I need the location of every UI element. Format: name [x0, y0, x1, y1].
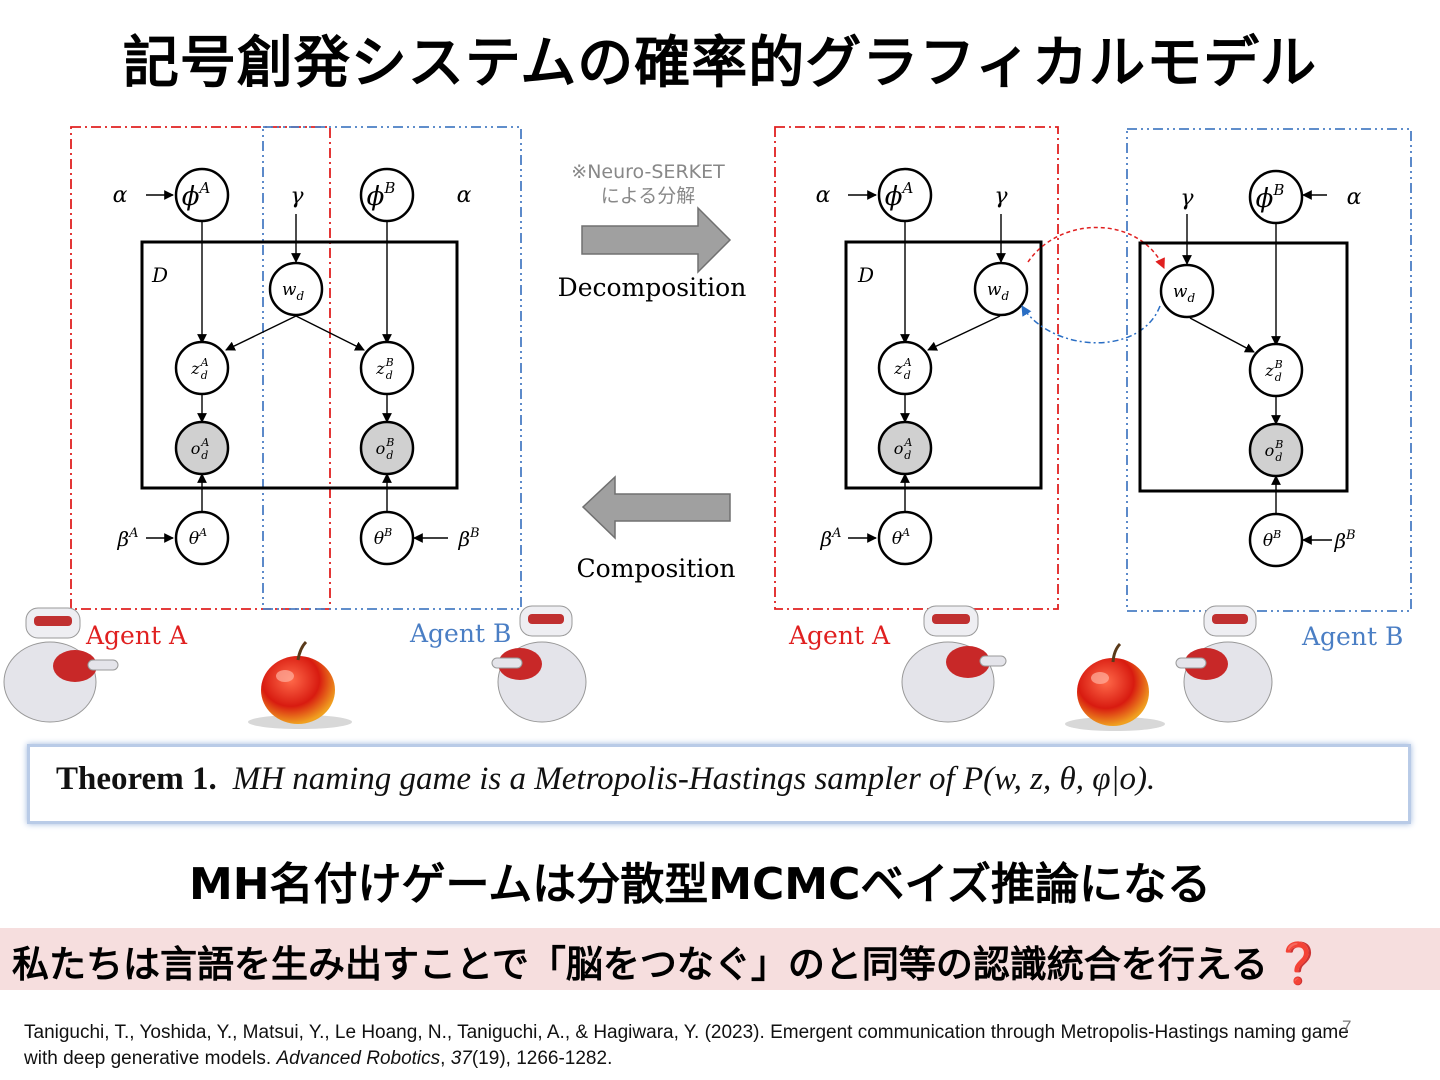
svg-text:ϕA: ϕA — [182, 179, 211, 212]
theorem-statement: Theorem 1. MH naming game is a Metropolis… — [56, 761, 1155, 798]
page-number: 7 — [1342, 1017, 1352, 1036]
phi-a-node — [174, 167, 230, 223]
subheading: MH名付けゲームは分散型MCMCベイズ推論になる — [188, 859, 1212, 910]
z-a-node — [174, 340, 230, 396]
agent-b-region-right — [1126, 128, 1412, 612]
proposal-arrow-b-to-a — [1021, 305, 1161, 344]
apple-left-image — [248, 640, 352, 729]
theorem-label: Theorem 1. — [56, 761, 217, 797]
svg-text:γ: γ — [1180, 186, 1194, 211]
o-a-node — [174, 420, 230, 476]
agent-a-label-left: Agent A — [85, 621, 188, 650]
svg-text:α: α — [816, 183, 831, 208]
banner-line: 私たちは言語を生み出すことで「脳をつなぐ」のと同等の認識統合を行える❓ — [12, 934, 1324, 988]
svg-text:βB: βB — [457, 526, 479, 551]
agent-a-label-right: Agent A — [788, 621, 891, 650]
citation: Taniguchi, T., Yoshida, Y., Matsui, Y., … — [24, 1022, 1349, 1069]
slide-title: 記号創発システムの確率的グラフィカルモデル — [122, 31, 1318, 96]
svg-text:zAd: zAd — [190, 356, 208, 382]
plate-left — [140, 240, 459, 490]
svg-text:zBd: zBd — [375, 356, 394, 382]
agent-b-label-right: Agent B — [1301, 622, 1403, 651]
phi-b-node — [359, 167, 415, 223]
theorem-body: MH naming game is a Metropolis-Hastings … — [232, 761, 1156, 797]
red-question-mark-icon: ❓ — [1273, 941, 1324, 987]
neuro-serket-note-2: による分解 — [601, 185, 695, 207]
svg-text:α: α — [457, 183, 472, 208]
svg-text:oBd: oBd — [1265, 438, 1284, 464]
svg-text:γ: γ — [994, 184, 1008, 209]
o-b-node — [359, 420, 415, 476]
svg-text:ϕB: ϕB — [367, 179, 396, 212]
svg-text:oAd: oAd — [191, 436, 210, 462]
theorem-box: Theorem 1. MH naming game is a Metropolis… — [27, 744, 1411, 824]
plate-agent-b — [1138, 241, 1349, 493]
composition-label: Composition — [577, 554, 736, 583]
plate-label-left: D — [151, 263, 168, 287]
robot-a-right-image — [901, 605, 1007, 723]
svg-text:θB: θB — [374, 526, 392, 549]
composition-arrow-icon — [581, 475, 731, 540]
svg-text:wd: wd — [1173, 282, 1196, 305]
theta-b-node — [359, 510, 415, 566]
z-b-node — [359, 340, 415, 396]
decomposition-arrows: ※Neuro-SERKET による分解 Decomposition Compos… — [558, 161, 747, 583]
svg-text:θB: θB — [1263, 528, 1281, 551]
robot-b-right-image — [1175, 605, 1273, 723]
agent-b-label-left: Agent B — [409, 619, 511, 648]
svg-text:ϕB: ϕB — [1256, 181, 1285, 214]
svg-text:oAd: oAd — [894, 436, 913, 462]
robot-a-left-image — [3, 607, 119, 723]
svg-text:wd: wd — [282, 280, 305, 303]
svg-text:oBd: oBd — [376, 436, 395, 462]
svg-text:zAd: zAd — [893, 356, 911, 382]
svg-text:θA: θA — [892, 526, 910, 549]
agent-b-region-left — [262, 126, 522, 610]
highlight-banner: 私たちは言語を生み出すことで「脳をつなぐ」のと同等の認識統合を行える❓ — [0, 928, 1440, 990]
apple-right-image — [1065, 642, 1165, 731]
decomposition-label: Decomposition — [558, 273, 747, 302]
theta-a-node — [174, 510, 230, 566]
svg-text:α: α — [1347, 185, 1362, 210]
proposal-arrow-a-to-b — [1027, 226, 1165, 269]
banner-text: 私たちは言語を生み出すことで「脳をつなぐ」のと同等の認識統合を行える — [12, 943, 1268, 986]
agent-a-region-left — [70, 126, 331, 610]
neuro-serket-note: ※Neuro-SERKET — [571, 161, 725, 183]
agent-a-region-right — [774, 126, 1059, 610]
svg-text:γ: γ — [290, 184, 304, 209]
svg-text:α: α — [113, 183, 128, 208]
svg-text:βA: βA — [820, 526, 842, 551]
svg-text:zBd: zBd — [1264, 358, 1283, 384]
svg-text:ϕA: ϕA — [885, 179, 914, 212]
robot-b-left-image — [491, 605, 587, 723]
w-d-node — [268, 261, 324, 317]
plate-agent-a — [844, 240, 1043, 490]
svg-text:βB: βB — [1333, 528, 1355, 553]
svg-text:D: D — [857, 263, 874, 287]
svg-text:θA: θA — [189, 526, 207, 549]
svg-text:βA: βA — [117, 526, 139, 551]
svg-text:wd: wd — [987, 280, 1010, 303]
decomposition-arrow-icon — [581, 206, 732, 274]
